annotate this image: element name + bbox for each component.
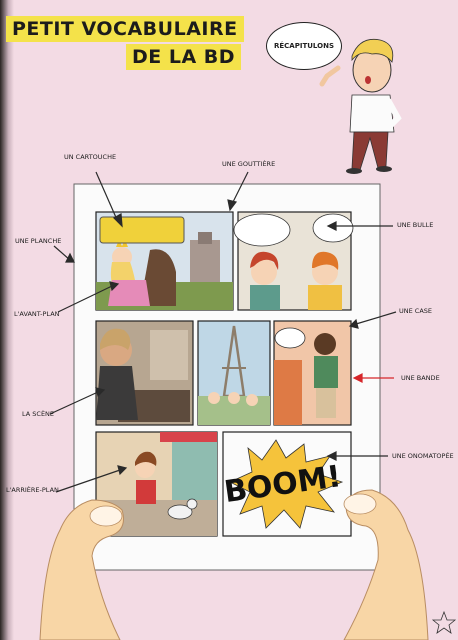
arrow-planche: [53, 245, 71, 261]
label-case: UNE CASE: [399, 307, 433, 315]
arrow-planche-head: [65, 252, 75, 263]
arrow-arriere-plan: [55, 469, 121, 493]
arrow-case: [355, 311, 397, 325]
label-gouttiere: UNE GOUTTIÈRE: [222, 160, 276, 168]
boy-character-illustration: [319, 38, 402, 174]
panel-boy-binoculars: [95, 320, 194, 426]
comic-sheet: [39, 183, 429, 640]
arrow-cartouche-head: [113, 213, 123, 228]
label-scene: LA SCÈNE: [22, 410, 55, 418]
recap-text: RÉCAPITULONS: [274, 42, 334, 50]
arrow-bande-head: [352, 373, 363, 383]
arrow-arriere-plan-head: [117, 465, 128, 476]
arrow-avant-plan-head: [109, 281, 120, 292]
arrow-scene-head: [95, 387, 106, 398]
corner-star-icon: [431, 610, 457, 634]
pointer-arrows: [49, 171, 397, 493]
label-avant-plan: L'AVANT-PLAN: [14, 310, 60, 318]
panel-boy-standing: [273, 320, 352, 426]
arrow-case-head: [348, 318, 359, 329]
label-bulle: UNE BULLE: [397, 221, 434, 229]
arrow-bulle-head: [326, 221, 337, 231]
arrow-gouttiere-head: [227, 199, 238, 212]
title-line-1: PETIT VOCABULAIRE: [6, 16, 244, 42]
arrow-gouttiere: [231, 171, 249, 205]
arrow-cartouche: [95, 171, 119, 223]
arrow-onomatopee-head: [326, 451, 337, 461]
panel-boom: [222, 431, 352, 537]
cartouche-box: [99, 216, 185, 244]
title-line-2: DE LA BD: [126, 44, 242, 70]
holding-hands-illustration: [39, 489, 429, 640]
label-arriere-plan: L'ARRIÈRE-PLAN: [6, 486, 59, 494]
label-bande: UNE BANDE: [401, 374, 440, 382]
label-onomatopee: UNE ONOMATOPÉE: [392, 452, 454, 460]
label-planche: UNE PLANCHE: [15, 237, 62, 245]
boom-burst-shape: [229, 439, 344, 529]
recap-speech-bubble: RÉCAPITULONS: [266, 22, 342, 70]
label-cartouche: UN CARTOUCHE: [64, 153, 117, 161]
page-gutter-shadow: [0, 0, 14, 640]
panel-eiffel-tower: [197, 320, 271, 426]
arrow-avant-plan: [57, 285, 113, 313]
arrow-scene: [49, 391, 99, 415]
